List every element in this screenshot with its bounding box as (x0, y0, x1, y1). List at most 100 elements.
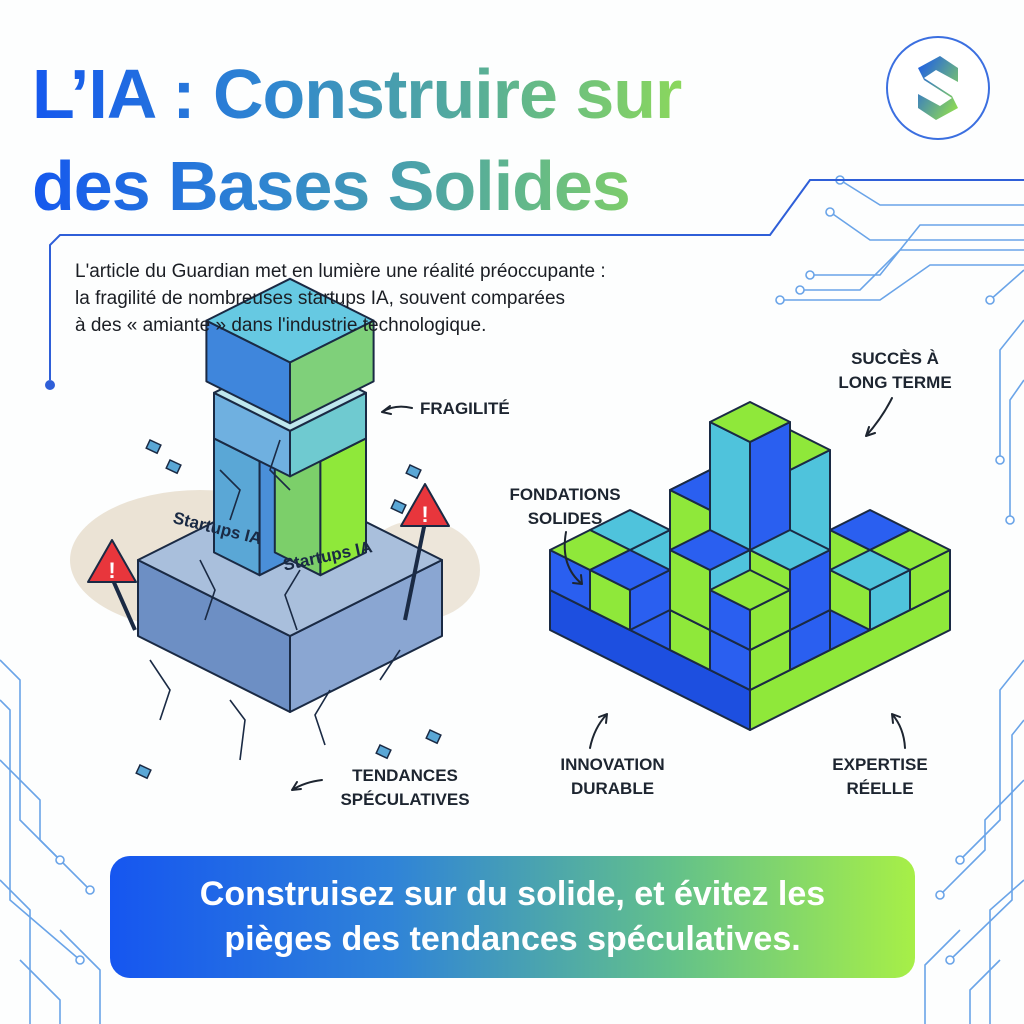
debris-fragment (135, 764, 152, 780)
circuit-trace (959, 659, 1024, 861)
circuit-trace (780, 264, 1024, 301)
crack-line (379, 649, 401, 681)
pillar-block (709, 569, 791, 651)
warning-sign: ! (87, 539, 137, 631)
block-face-top (205, 277, 375, 364)
circuit-trace (59, 929, 101, 1024)
circuit-trace (939, 779, 1024, 896)
label-line: FONDATIONS (509, 485, 621, 504)
crack-line (149, 659, 171, 721)
debris-fragment (405, 464, 422, 480)
intro-line: la fragilité de nombreuses startups IA, … (75, 288, 566, 309)
title-line-1: L’IA : Construire sur (32, 55, 682, 133)
label-real-expertise: EXPERTISE RÉELLE (820, 753, 940, 801)
circuit-node (55, 855, 65, 865)
s-logo-icon (918, 56, 958, 120)
label-long-term-success: SUCCÈS À LONG TERME (820, 347, 970, 395)
intro-text: L'article du Guardian met en lumière une… (75, 258, 606, 339)
label-line: SUCCÈS À (851, 349, 939, 368)
circuit-node (945, 955, 955, 965)
page-title: L’IA : Construire sur des Bases Solides (32, 48, 832, 232)
circuit-node (1005, 515, 1015, 525)
circuit-trace (924, 929, 961, 1024)
label-solid-foundations: FONDATIONS SOLIDES (500, 483, 630, 531)
intro-frame (45, 179, 1024, 390)
label-speculative-trends: TENDANCES SPÉCULATIVES (320, 764, 490, 812)
circuit-trace (0, 879, 31, 1024)
circuit-node (75, 955, 85, 965)
circuit-trace (0, 699, 81, 961)
circuit-node (825, 207, 835, 217)
crack-line (269, 439, 291, 491)
crack-line (314, 689, 331, 746)
sign-pole (110, 577, 137, 631)
title-line-2: des Bases Solides (32, 147, 630, 225)
circuit-node (775, 295, 785, 305)
banner-line-2: pièges des tendances spéculatives. (224, 920, 801, 958)
crack-line (284, 569, 301, 631)
circuit-node (85, 885, 95, 895)
callout-arrows (291, 397, 906, 791)
circuit-node (995, 455, 1005, 465)
foundation-block (829, 549, 911, 631)
debris-fragment (165, 459, 182, 475)
debris-fragment (375, 744, 392, 760)
block-face-top (669, 529, 751, 571)
circuit-trace (800, 249, 1024, 291)
block-face-top (709, 569, 791, 611)
block-face-top (829, 549, 911, 591)
label-line: LONG TERME (838, 373, 952, 392)
label-line: SOLIDES (527, 509, 603, 528)
circuit-node (985, 295, 995, 305)
warning-icon (400, 483, 450, 527)
solid-foundation-illustration (549, 401, 951, 731)
warning-glyph: ! (108, 558, 115, 583)
circuit-trace (0, 659, 61, 861)
circuit-node (935, 890, 945, 900)
warning-sign: ! (400, 483, 450, 621)
label-line: RÉELLE (846, 779, 914, 798)
block-face-left (213, 437, 261, 577)
label-line: TENDANCES (352, 766, 458, 785)
block-face-top (709, 401, 791, 443)
label-fragility: FRAGILITÉ (420, 399, 510, 418)
circuit-node (955, 855, 965, 865)
circuit-trace (989, 269, 1024, 301)
banner-line-1: Construisez sur du solide, et évitez les (199, 875, 826, 913)
circuit-trace (19, 959, 61, 1024)
circuit-node (805, 270, 815, 280)
block-face-top (589, 549, 671, 591)
debris-fragment (425, 729, 442, 745)
circuit-trace (839, 179, 1024, 206)
crack-line (199, 559, 216, 621)
label-line: DURABLE (570, 779, 655, 798)
debris-fragment (390, 499, 407, 515)
crack-line (229, 699, 246, 761)
circuit-node (795, 285, 805, 295)
circuit-trace (989, 879, 1024, 1024)
circuit-trace (1009, 379, 1024, 520)
block-face-top (749, 529, 831, 571)
circuit-trace (969, 959, 1001, 1024)
debris-fragment (145, 439, 162, 455)
sign-pole (403, 521, 427, 621)
label-sustainable-innovation: INNOVATION DURABLE (540, 753, 685, 801)
foundation-block (589, 549, 671, 631)
intro-line: à des « amiante » dans l'industrie techn… (75, 315, 487, 336)
cracked-top-block (205, 277, 375, 425)
warning-glyph: ! (421, 502, 428, 527)
label-line: EXPERTISE (832, 755, 928, 774)
intro-line: L'article du Guardian met en lumière une… (75, 261, 606, 282)
circuit-lines-decoration (0, 175, 1024, 1024)
circuit-trace (0, 759, 91, 891)
conclusion-banner: Construisez sur du solide, et évitez les… (110, 856, 915, 978)
circuit-trace (829, 211, 1024, 241)
crack-line (219, 469, 241, 521)
circuit-trace (999, 319, 1024, 460)
warning-icon (87, 539, 137, 583)
label-line: INNOVATION (560, 755, 665, 774)
circuit-trace (949, 719, 1024, 961)
brand-logo (886, 36, 990, 140)
